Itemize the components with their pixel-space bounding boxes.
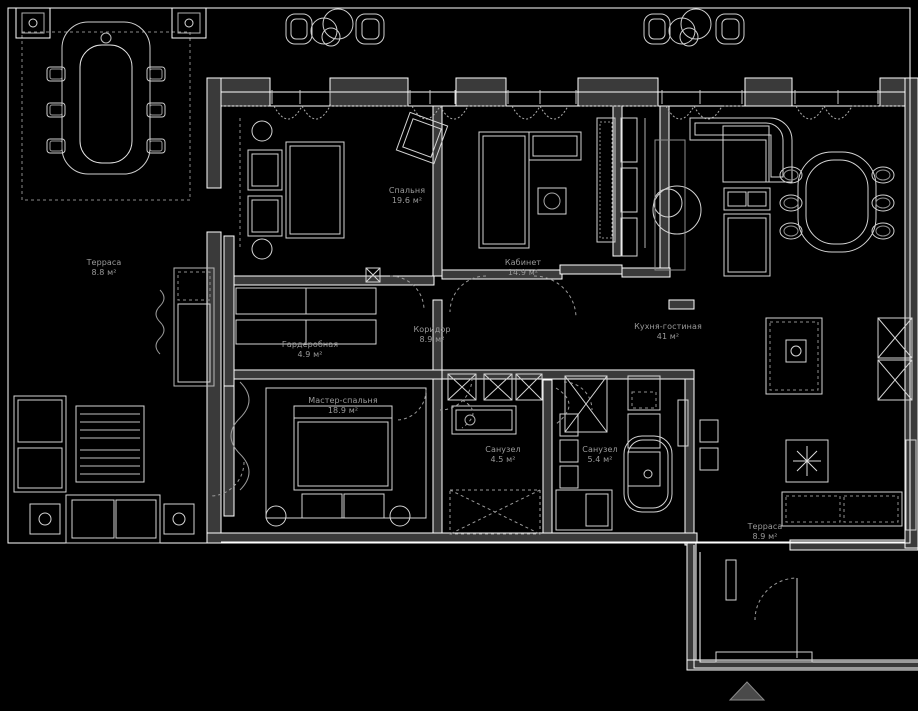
kitchen-living-furniture	[652, 117, 895, 277]
bathroom-1-fixtures	[447, 373, 543, 535]
bedroom-furniture	[239, 111, 449, 260]
window-glazing	[271, 90, 879, 104]
outline-layer	[7, 7, 918, 669]
decor-circles-right	[643, 8, 745, 47]
bathroom-2-fixtures	[555, 375, 719, 531]
lounge-furniture	[13, 395, 195, 544]
walls-layer	[206, 77, 918, 671]
entrance-direction-arrow	[728, 681, 766, 701]
study-furniture	[478, 117, 646, 257]
terrace-dining-set	[46, 21, 166, 175]
terrace-left-area	[15, 7, 207, 201]
kitchen-counter	[765, 317, 917, 531]
master-bedroom-furniture	[230, 381, 427, 527]
curtains	[222, 105, 904, 120]
wardrobe-furniture	[155, 267, 381, 387]
terrace-right-area	[715, 559, 813, 663]
door-swings	[209, 275, 593, 497]
decor-circles-left	[285, 8, 385, 47]
